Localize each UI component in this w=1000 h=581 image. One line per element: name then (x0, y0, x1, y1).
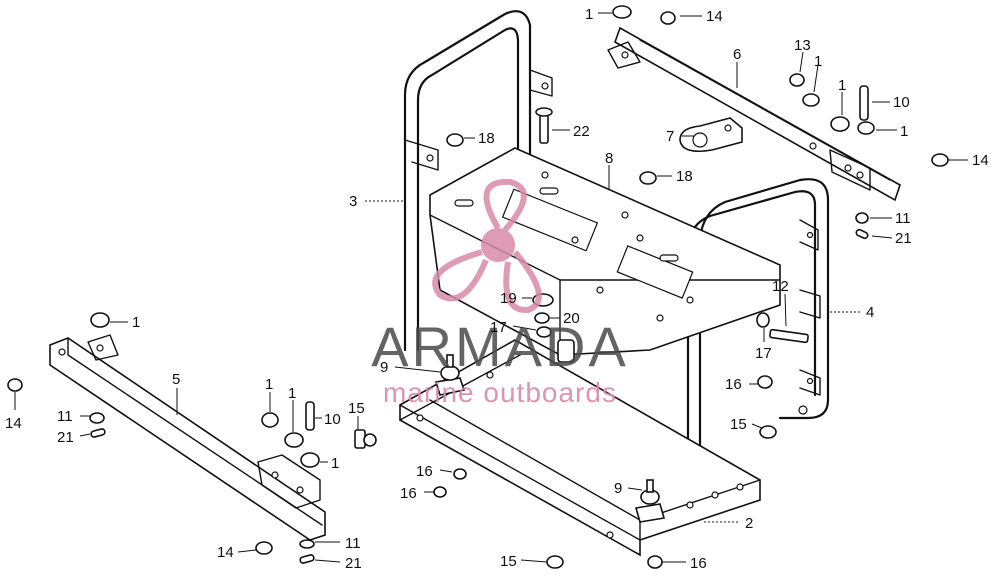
callout: 11 (895, 210, 911, 227)
callout: 9 (380, 359, 388, 376)
rail-5 (49, 334, 326, 541)
armada-logo (432, 178, 542, 314)
callout: 10 (324, 411, 341, 428)
callout: 15 (500, 553, 517, 570)
callout: 3 (349, 193, 357, 210)
callout: 1 (838, 77, 846, 94)
callout: 11 (345, 535, 361, 552)
callout: 13 (794, 37, 811, 54)
callout: 14 (217, 544, 234, 561)
callout: 14 (5, 415, 22, 432)
callout: 6 (733, 46, 741, 63)
watermark: ARMADA marine outboards (371, 178, 629, 408)
callout: 1 (585, 6, 593, 23)
callout: 16 (400, 485, 417, 502)
rail-6 (607, 26, 901, 202)
callout: 17 (755, 345, 772, 362)
callout: 8 (605, 150, 613, 167)
callout: 4 (866, 304, 874, 321)
callout: 5 (172, 371, 180, 388)
callouts: 1 14 6 13 1 1 10 1 22 18 7 8 18 14 3 11 … (5, 6, 989, 572)
callout: 16 (416, 463, 433, 480)
callout: 1 (814, 53, 822, 70)
callout: 18 (478, 130, 495, 147)
callout: 20 (563, 310, 580, 327)
callout: 7 (666, 128, 674, 145)
callout: 14 (706, 8, 723, 25)
callout: 16 (690, 555, 707, 572)
callout: 17 (490, 319, 507, 336)
hardware (7, 5, 949, 569)
callout: 1 (288, 385, 296, 402)
base-frame-2 (399, 339, 761, 557)
callout: 1 (265, 376, 273, 393)
callout: 19 (500, 290, 517, 307)
leader-lines (14, 12, 968, 563)
callout: 15 (348, 400, 365, 417)
callout: 14 (972, 152, 989, 169)
callout: 1 (331, 455, 339, 472)
watermark-brand: ARMADA (371, 315, 629, 378)
callout: 16 (725, 376, 742, 393)
callout: 11 (57, 408, 73, 425)
callout: 21 (895, 230, 912, 247)
callout: 10 (893, 94, 910, 111)
base-plate-8 (429, 147, 781, 356)
callout: 1 (132, 314, 140, 331)
frame-tube-3 (403, 10, 553, 352)
callout: 12 (772, 278, 789, 295)
callout: 15 (730, 416, 747, 433)
bracket-7 (679, 117, 743, 153)
watermark-tagline: marine outboards (383, 377, 617, 408)
callout: 1 (900, 123, 908, 140)
callout: 9 (614, 480, 622, 497)
callout: 2 (745, 515, 753, 532)
callout: 18 (676, 168, 693, 185)
callout: 21 (57, 429, 74, 446)
callout: 22 (573, 123, 590, 140)
callout: 21 (345, 555, 362, 572)
